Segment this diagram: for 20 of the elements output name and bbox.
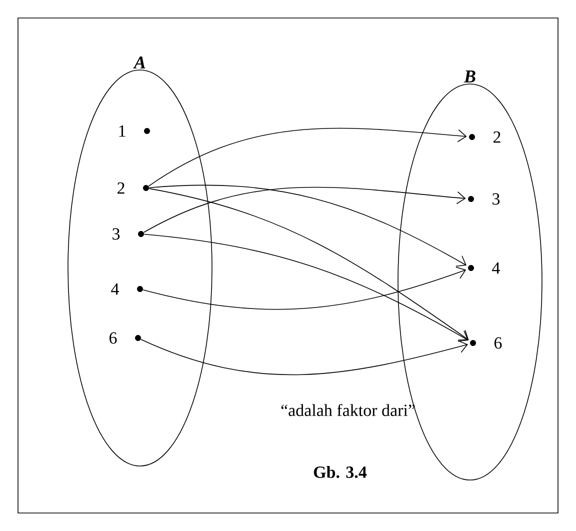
arrow [142, 266, 466, 310]
node-label: 6 [110, 332, 117, 344]
arrow [143, 186, 466, 233]
node-label: 6 [494, 337, 502, 349]
node-label: B [464, 70, 476, 82]
arrow [148, 128, 467, 187]
node-label: A [133, 56, 146, 68]
figure-caption: Gb. 3.4 [314, 466, 367, 478]
arrow [144, 234, 468, 342]
arrow [148, 188, 469, 340]
node-label: 2 [493, 131, 500, 143]
node-label: 2 [118, 182, 124, 194]
node-label: 4 [111, 283, 120, 295]
node-label: 4 [492, 262, 500, 274]
arrow [140, 338, 468, 375]
arrow [148, 184, 466, 267]
node-label: 3 [492, 193, 500, 205]
relation-label: “adalah faktor dari” [281, 404, 415, 416]
node-label: 3 [112, 228, 120, 240]
node-label: 1 [119, 125, 126, 137]
